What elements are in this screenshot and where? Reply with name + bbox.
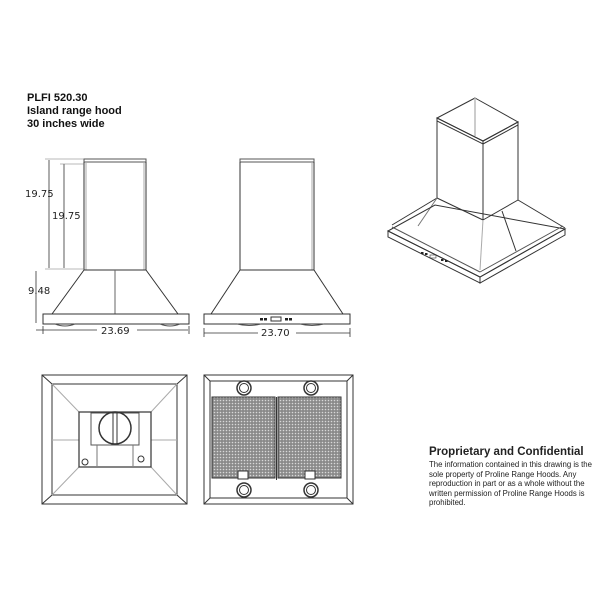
dim-hood-height: 9.48 xyxy=(28,286,50,297)
control-buttons xyxy=(260,318,292,321)
product-type: Island range hood xyxy=(27,105,122,117)
bottom-view-chimney xyxy=(41,374,188,505)
dim-front-width: 23.69 xyxy=(101,326,130,337)
dim-chimney-inner: 19.75 xyxy=(52,211,81,222)
iso-control-panel xyxy=(421,252,448,262)
product-width: 30 inches wide xyxy=(27,118,105,130)
side-view xyxy=(203,158,351,337)
front-view xyxy=(35,158,190,334)
drawing-title: PLFI 520.30 Island range hood 30 inches … xyxy=(27,92,122,131)
notice-body: The information contained in this drawin… xyxy=(429,460,592,508)
notice-heading: Proprietary and Confidential xyxy=(429,446,584,458)
bottom-view-filters xyxy=(203,374,354,505)
isometric-view xyxy=(386,97,567,284)
dim-chimney-outer: 19.75 xyxy=(25,189,54,200)
model-number: PLFI 520.30 xyxy=(27,92,88,104)
confidentiality-notice: Proprietary and Confidential The informa… xyxy=(429,446,599,508)
dim-side-width: 23.70 xyxy=(261,328,290,339)
